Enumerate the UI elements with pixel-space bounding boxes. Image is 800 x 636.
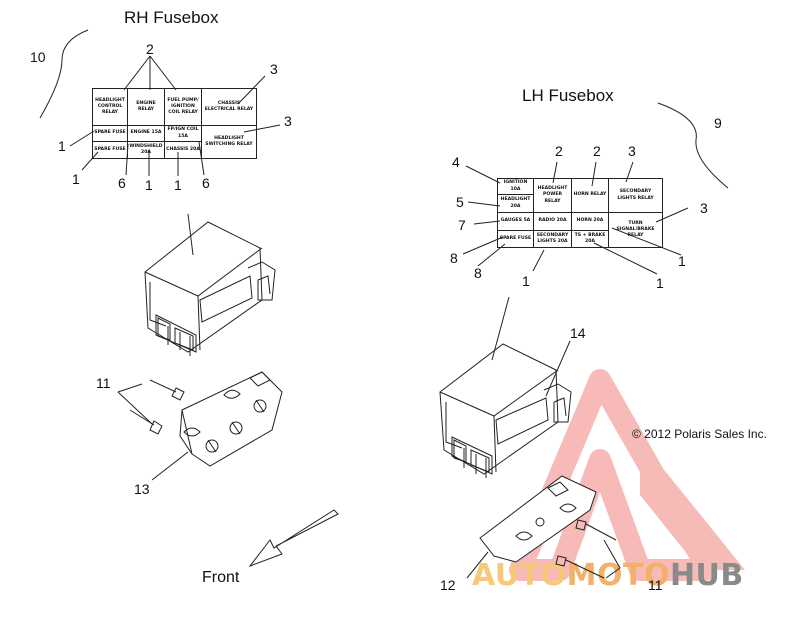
rh-cell-chassis-20a: CHASSIS 20A	[164, 141, 202, 159]
rh-fusebox-housing	[144, 221, 276, 356]
lh-fusebox-housing	[439, 343, 572, 478]
lh-bracket-9	[657, 102, 729, 189]
rh-cell-fp-ign-coil-15a: FP/IGN COIL 15A	[164, 125, 202, 142]
watermark-auto: AUTO	[472, 558, 567, 593]
rh-cell-fuel-pump-relay: FUEL PUMP/ IGNITION COIL RELAY	[164, 88, 202, 126]
callout-11: 11	[648, 577, 663, 593]
rh-screws	[117, 379, 185, 435]
rh-cell-engine-15a: ENGINE 15A	[127, 125, 165, 142]
lh-cell-secondary-lights-20a: SECONDARY LIGHTS 20A	[533, 230, 572, 248]
callout-3: 3	[284, 113, 292, 129]
watermark-hub: HUB	[669, 558, 744, 593]
lh-mounting-bracket	[479, 475, 597, 563]
callout-12: 12	[440, 577, 456, 593]
front-label: Front	[202, 569, 240, 586]
lh-fusebox-title: LH Fusebox	[522, 86, 614, 105]
callout-7: 7	[458, 217, 466, 233]
lh-leaders	[462, 161, 689, 275]
front-arrow	[248, 509, 339, 568]
rh-cell-chassis-electrical-relay: CHASSIS ELECTRICAL RELAY	[201, 88, 257, 126]
rh-cell-spare-fuse-2: SPARE FUSE	[92, 141, 128, 159]
callout-1: 1	[656, 275, 664, 291]
callout-8: 8	[474, 265, 482, 281]
callout-1: 1	[174, 177, 182, 193]
lh-cell-ignition-10a: IGNITION 10A	[497, 178, 534, 195]
callout-6: 6	[118, 175, 126, 191]
callout-14: 14	[570, 325, 586, 341]
callout-5: 5	[456, 194, 464, 210]
callout-10: 10	[30, 49, 46, 65]
lh-cell-horn-relay: HORN RELAY	[571, 178, 609, 213]
lh-cell-horn-20a: HORN 20A	[571, 212, 609, 231]
callout-3: 3	[270, 61, 278, 77]
lh-screws	[555, 519, 621, 579]
callout-1: 1	[522, 273, 530, 289]
rh-cell-engine-relay: ENGINE RELAY	[127, 88, 165, 126]
lh-cell-turn-signal-brake-relay: TURN SIGNAL/BRAKE RELAY	[608, 212, 663, 248]
lh-cell-headlight-20a: HEADLIGHT 20A	[497, 194, 534, 213]
callout-6: 6	[202, 175, 210, 191]
callout-2: 2	[555, 143, 563, 159]
rh-fusebox-title: RH Fusebox	[124, 8, 219, 27]
callout-11: 11	[96, 375, 111, 391]
callout-13: 13	[134, 481, 150, 497]
callout-3: 3	[628, 143, 636, 159]
rh-cell-headlight-switching-relay: HEADLIGHT SWITCHING RELAY	[201, 125, 257, 159]
callout-3: 3	[700, 200, 708, 216]
lh-cell-secondary-lights-relay: SECONDARY LIGHTS RELAY	[608, 178, 663, 213]
callout-1: 1	[58, 138, 66, 154]
callout-4: 4	[452, 154, 460, 170]
rh-leaders	[69, 55, 281, 176]
callout-8: 8	[450, 250, 458, 266]
rh-cell-headlight-control-relay: HEADLIGHT CONTROL RELAY	[92, 88, 128, 126]
callout-1: 1	[72, 171, 80, 187]
rh-cell-windshield-20a: WINDSHIELD 20A	[127, 141, 165, 159]
lh-cell-headlight-power-relay: HEADLIGHT POWER RELAY	[533, 178, 572, 213]
copyright-text: © 2012 Polaris Sales Inc.	[632, 427, 767, 441]
callout-1: 1	[145, 177, 153, 193]
callout-9: 9	[714, 115, 722, 131]
callout-2: 2	[146, 41, 154, 57]
callout-1: 1	[678, 253, 686, 269]
rh-cell-spare-fuse-1: SPARE FUSE	[92, 125, 128, 142]
rh-mounting-bracket	[179, 371, 283, 467]
lh-cell-radio-20a: RADIO 20A	[533, 212, 572, 231]
lh-cell-gauges-5a: GAUGES 5A	[497, 212, 534, 231]
lh-cell-ts-brake-20a: TS + BRAKE 20A	[571, 230, 609, 248]
lh-cell-spare-fuse: SPARE FUSE	[497, 230, 534, 248]
callout-2: 2	[593, 143, 601, 159]
rh-bracket-10	[39, 29, 89, 119]
